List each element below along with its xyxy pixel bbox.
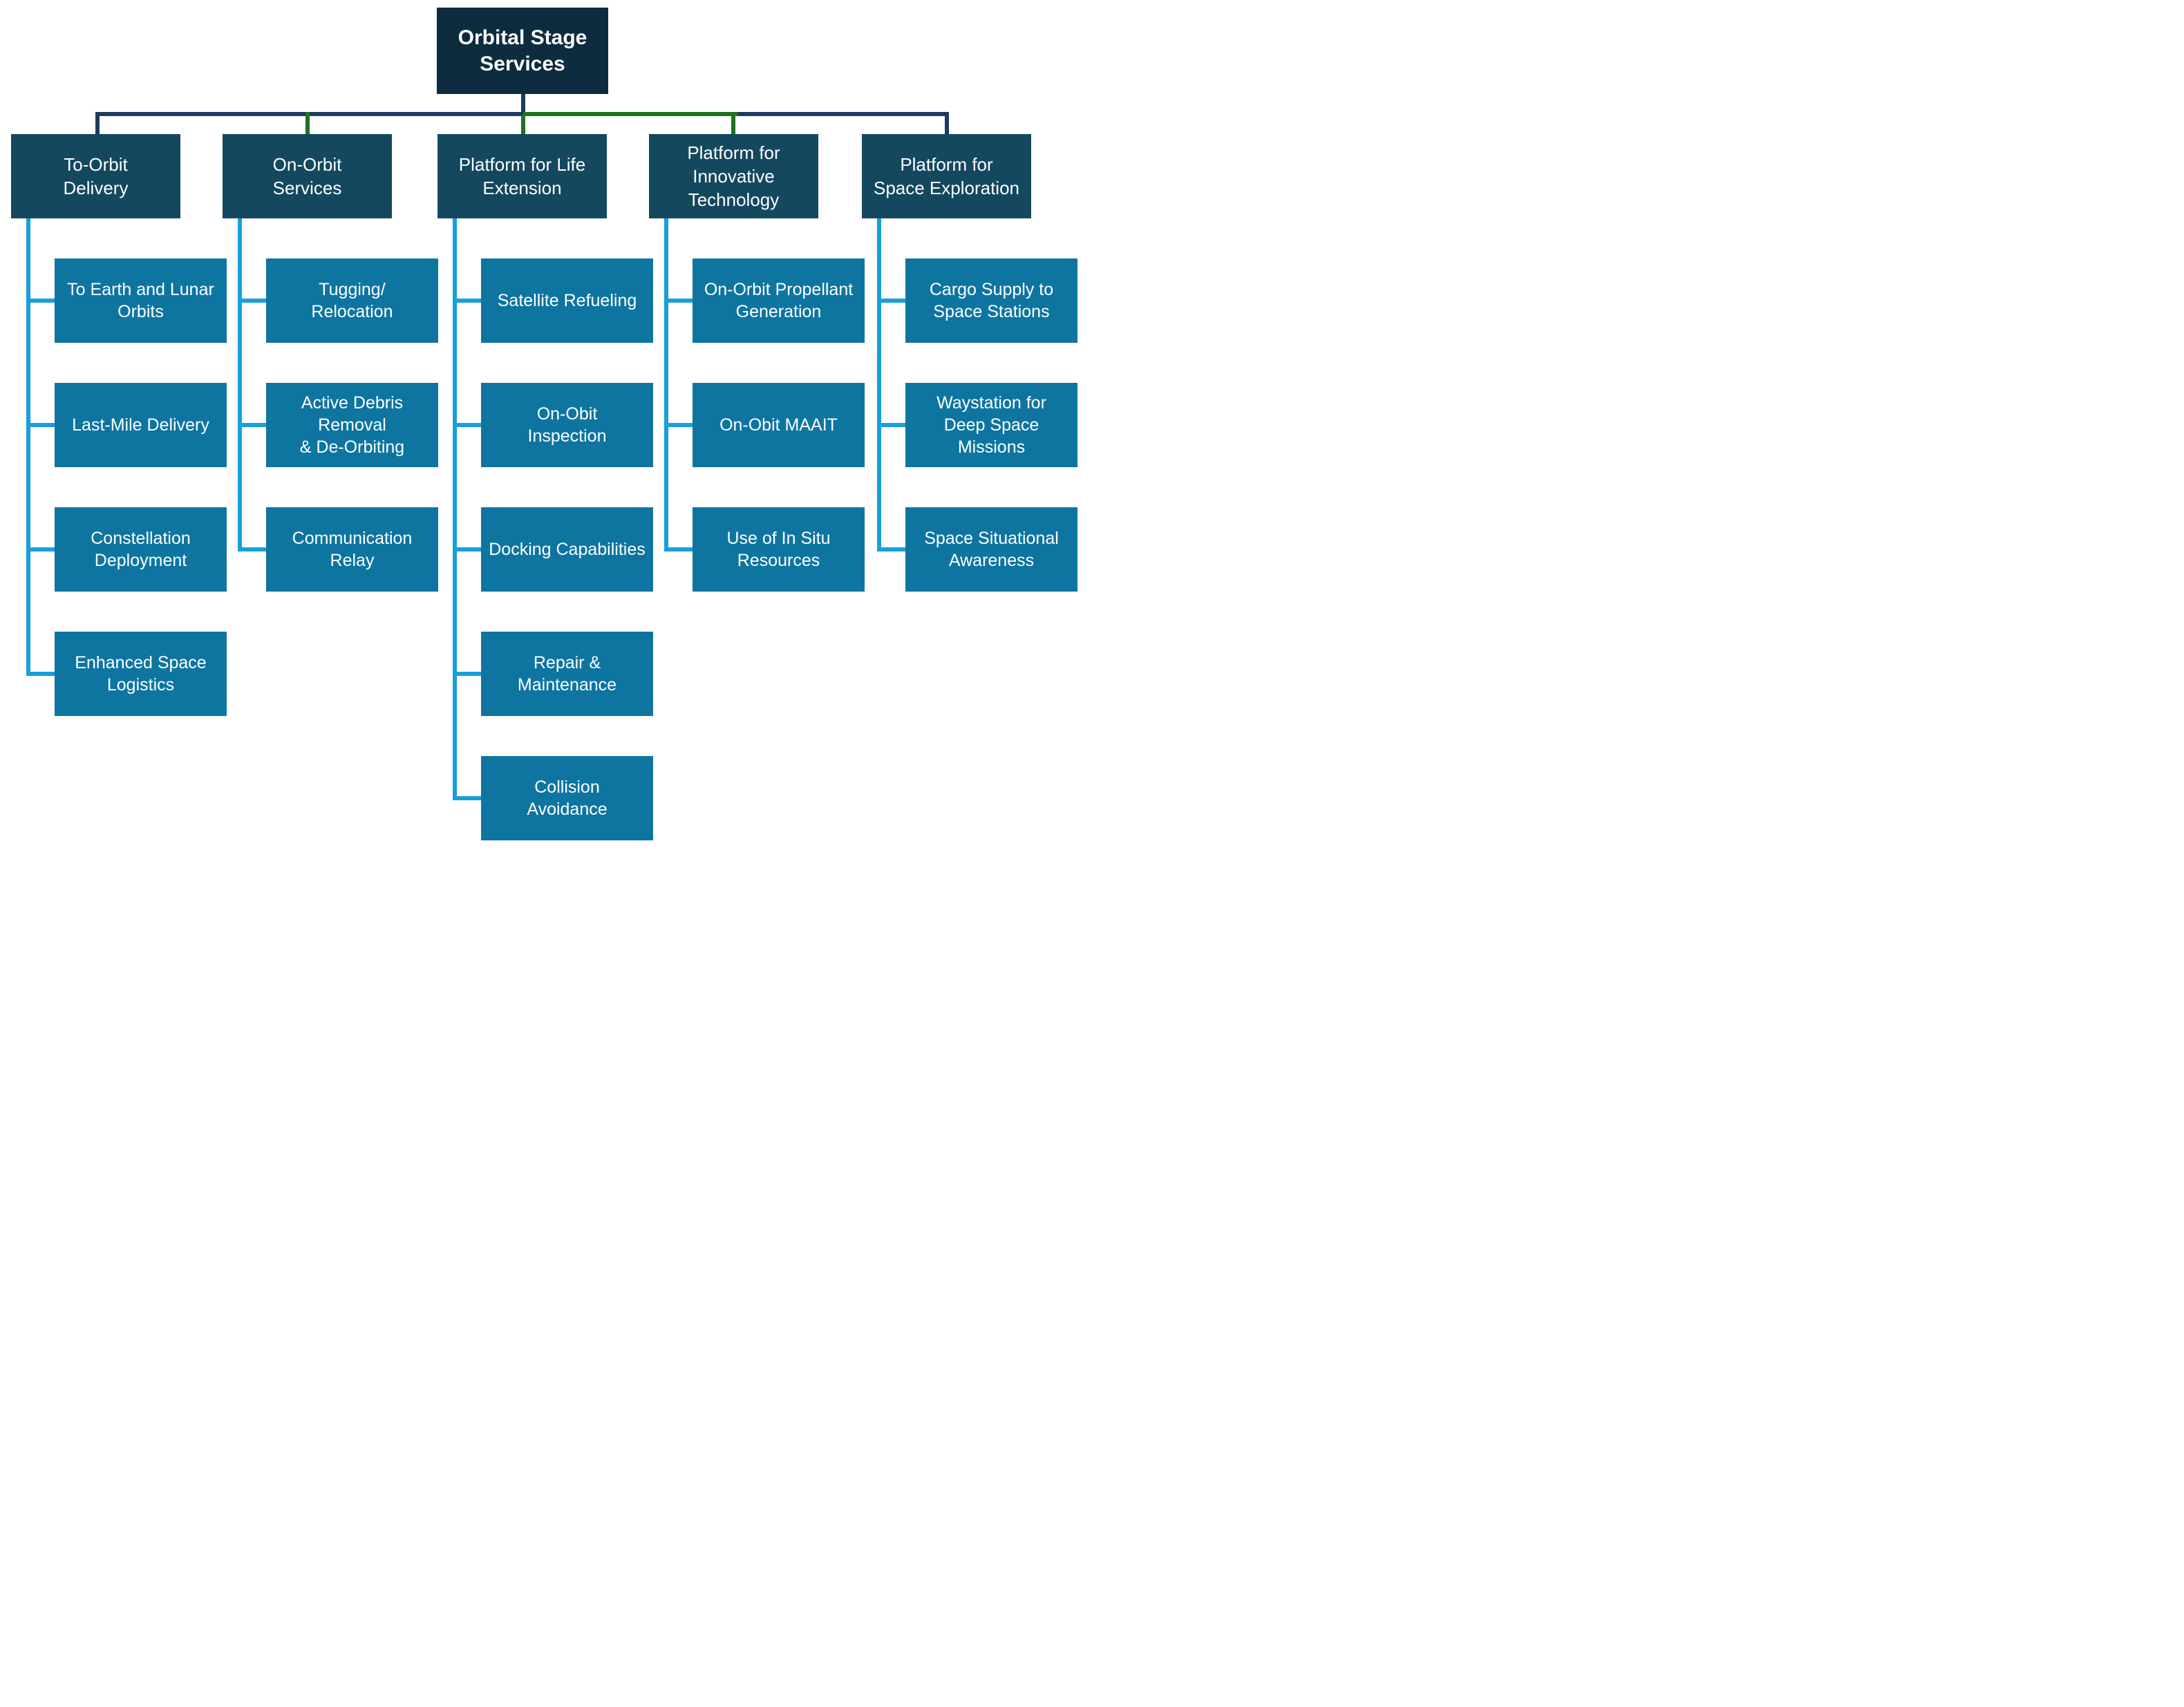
leaf-node-tugging-relocation: Tugging/ Relocation — [266, 258, 438, 343]
column3-vertical-connector — [453, 218, 457, 800]
column1-vertical-connector — [26, 218, 30, 676]
leaf-node-label: Collision Avoidance — [527, 777, 608, 819]
leaf-node-label: On-Orbit Propellant Generation — [704, 280, 854, 321]
leaf-node-on-obit-inspection: On-Obit Inspection — [481, 383, 653, 467]
column1-stub-1 — [26, 299, 55, 303]
leaf-node-last-mile-delivery: Last-Mile Delivery — [55, 383, 227, 467]
column2-stub-1 — [238, 299, 267, 303]
column2-vertical-connector — [238, 218, 242, 551]
root-node-label: Orbital Stage Services — [458, 26, 587, 75]
column2-stub-2 — [238, 423, 267, 427]
leaf-node-active-debris-removal-de-orbiting: Active Debris Removal & De-Orbiting — [266, 383, 438, 467]
leaf-node-label: Repair & Maintenance — [517, 653, 617, 695]
leaf-node-label: On-Obit MAAIT — [719, 415, 838, 435]
branch-node-platform-for-innovative-technology: Platform for Innovative Technology — [649, 134, 818, 218]
column1-stub-3 — [26, 547, 55, 551]
branch-node-label: On-Orbit Services — [272, 154, 342, 198]
leaf-node-label: Enhanced Space Logistics — [75, 653, 207, 695]
column3-stub-5 — [453, 796, 482, 800]
column3-stub-1 — [453, 299, 482, 303]
leaf-node-on-orbit-propellant-generation: On-Orbit Propellant Generation — [693, 258, 865, 343]
root-node: Orbital Stage Services — [437, 8, 608, 94]
leaf-node-label: Use of In Situ Resources — [726, 529, 831, 570]
connector-drop-col4-green — [731, 112, 735, 134]
leaf-node-docking-capabilities: Docking Capabilities — [481, 507, 653, 592]
branch-node-platform-for-life-extension: Platform for Life Extension — [437, 134, 607, 218]
connector-drop-col3-green — [521, 115, 525, 134]
branch-node-platform-for-space-exploration: Platform for Space Exploration — [862, 134, 1031, 218]
branch-node-label: To-Orbit Delivery — [63, 154, 129, 198]
leaf-node-communication-relay: Communication Relay — [266, 507, 438, 592]
column4-stub-1 — [664, 299, 693, 303]
column1-stub-4 — [26, 672, 55, 676]
leaf-node-space-situational-awareness: Space Situational Awareness — [905, 507, 1077, 592]
leaf-node-label: On-Obit Inspection — [527, 404, 607, 446]
column2-stub-3 — [238, 547, 267, 551]
leaf-node-label: Communication Relay — [292, 529, 413, 570]
column5-stub-3 — [877, 547, 906, 551]
connector-horizontal-navy-right — [738, 112, 949, 116]
leaf-node-label: Docking Capabilities — [489, 540, 646, 559]
leaf-node-label: Active Debris Removal & De-Orbiting — [299, 393, 405, 457]
leaf-node-label: To Earth and Lunar Orbits — [67, 280, 214, 321]
column1-stub-2 — [26, 423, 55, 427]
leaf-node-label: Last-Mile Delivery — [72, 415, 209, 435]
connector-drop-col2-green — [305, 112, 310, 134]
leaf-node-constellation-deployment: Constellation Deployment — [55, 507, 227, 592]
column3-stub-3 — [453, 547, 482, 551]
connector-drop-col1-navy — [95, 112, 100, 134]
column3-stub-2 — [453, 423, 482, 427]
leaf-node-enhanced-space-logistics: Enhanced Space Logistics — [55, 632, 227, 716]
column4-stub-3 — [664, 547, 693, 551]
column5-stub-2 — [877, 423, 906, 427]
connector-drop-col5-navy — [945, 112, 949, 134]
leaf-node-waystation-for-deep-space-missions: Waystation for Deep Space Missions — [905, 383, 1077, 467]
leaf-node-label: Satellite Refueling — [497, 291, 637, 310]
leaf-node-label: Cargo Supply to Space Stations — [929, 280, 1054, 321]
leaf-node-label: Tugging/ Relocation — [311, 280, 393, 321]
org-chart-diagram: Orbital Stage Services To-Orbit Delivery… — [0, 0, 1092, 854]
leaf-node-repair-maintenance: Repair & Maintenance — [481, 632, 653, 716]
column4-vertical-connector — [664, 218, 668, 551]
branch-node-label: Platform for Life Extension — [458, 154, 586, 198]
leaf-node-label: Waystation for Deep Space Missions — [936, 393, 1046, 457]
branch-node-label: Platform for Space Exploration — [873, 154, 1020, 198]
leaf-node-to-earth-and-lunar-orbits: To Earth and Lunar Orbits — [55, 258, 227, 343]
column5-stub-1 — [877, 299, 906, 303]
branch-node-to-orbit-delivery: To-Orbit Delivery — [11, 134, 180, 218]
column3-stub-4 — [453, 672, 482, 676]
leaf-node-on-obit-maait: On-Obit MAAIT — [693, 383, 865, 467]
leaf-node-satellite-refueling: Satellite Refueling — [481, 258, 653, 343]
leaf-node-use-of-in-situ-resources: Use of In Situ Resources — [693, 507, 865, 592]
leaf-node-collision-avoidance: Collision Avoidance — [481, 756, 653, 840]
leaf-node-label: Space Situational Awareness — [924, 529, 1059, 570]
branch-node-label: Platform for Innovative Technology — [687, 142, 780, 210]
column5-vertical-connector — [877, 218, 881, 551]
leaf-node-label: Constellation Deployment — [91, 529, 191, 570]
connector-horizontal-green — [523, 112, 738, 116]
leaf-node-cargo-supply-to-space-stations: Cargo Supply to Space Stations — [905, 258, 1077, 343]
column4-stub-2 — [664, 423, 693, 427]
connector-trunk-navy — [521, 94, 525, 115]
branch-node-on-orbit-services: On-Orbit Services — [223, 134, 392, 218]
